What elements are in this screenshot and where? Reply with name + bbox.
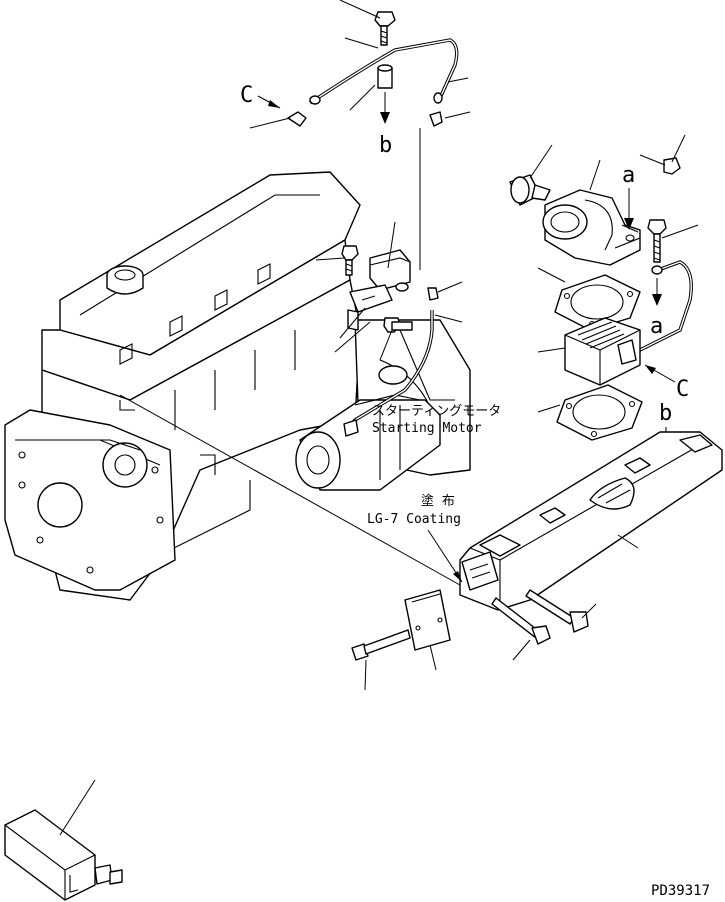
- callout-a-lower-label: a: [650, 314, 663, 339]
- timing-gear-case: [4, 409, 176, 591]
- callout-b-lower-label: b: [659, 401, 672, 426]
- water-manifold: [459, 431, 723, 611]
- coating-label-jp: 塗 布: [421, 493, 455, 509]
- bracket-bolt: [341, 245, 359, 276]
- upper-leader-lines: [249, 0, 471, 129]
- gasket-upper: [537, 267, 641, 331]
- manifold-bolt-left: [491, 597, 551, 661]
- cover-plate-bolt: [351, 629, 411, 691]
- bracket-bolt-2: [383, 317, 413, 333]
- callout-c-upper-label: C: [240, 83, 253, 108]
- engine-block: [4, 171, 471, 601]
- starter-label-jp: スターティングモータ: [372, 404, 501, 419]
- callout-c-upper: C: [240, 83, 281, 109]
- starting-motor: [295, 365, 441, 491]
- starter-label-en: Starting Motor: [372, 421, 482, 436]
- drawing-number: PD39317: [651, 883, 710, 899]
- callout-c-lower-label: C: [676, 377, 689, 402]
- housing-long-bolt: [647, 219, 699, 263]
- gasket-lower: [537, 384, 643, 441]
- manifold-bolt-right: [525, 589, 597, 633]
- coating-label-group: 塗 布 LG-7 Coating: [367, 493, 463, 583]
- sensor-leader-lines: [315, 221, 463, 361]
- callout-b-upper-label: b: [379, 133, 392, 158]
- temperature-gauge-sender: [509, 144, 553, 206]
- callout-b-upper: b: [379, 92, 392, 158]
- coating-label-en: LG-7 Coating: [367, 512, 461, 527]
- water-temperature-sensor: [369, 249, 439, 301]
- right-wire: [629, 260, 693, 357]
- upper-tube-assembly: [287, 11, 459, 127]
- oil-filler-cap: [106, 265, 144, 295]
- thermostat-housing: [542, 159, 641, 266]
- callout-c-lower: C: [644, 364, 689, 402]
- thermostat-case: [537, 317, 641, 386]
- tool-bar: [4, 779, 123, 901]
- callout-a-lower: a: [650, 278, 663, 339]
- cover-plate: [404, 589, 451, 671]
- housing-bolt-top: [639, 134, 686, 175]
- callout-a-upper-label: a: [622, 163, 635, 188]
- callout-a-upper: a: [622, 163, 635, 230]
- starter-label-group: スターティングモータ Starting Motor: [372, 404, 501, 436]
- starter-tube: [343, 310, 434, 437]
- guide-line-lower: [119, 394, 461, 586]
